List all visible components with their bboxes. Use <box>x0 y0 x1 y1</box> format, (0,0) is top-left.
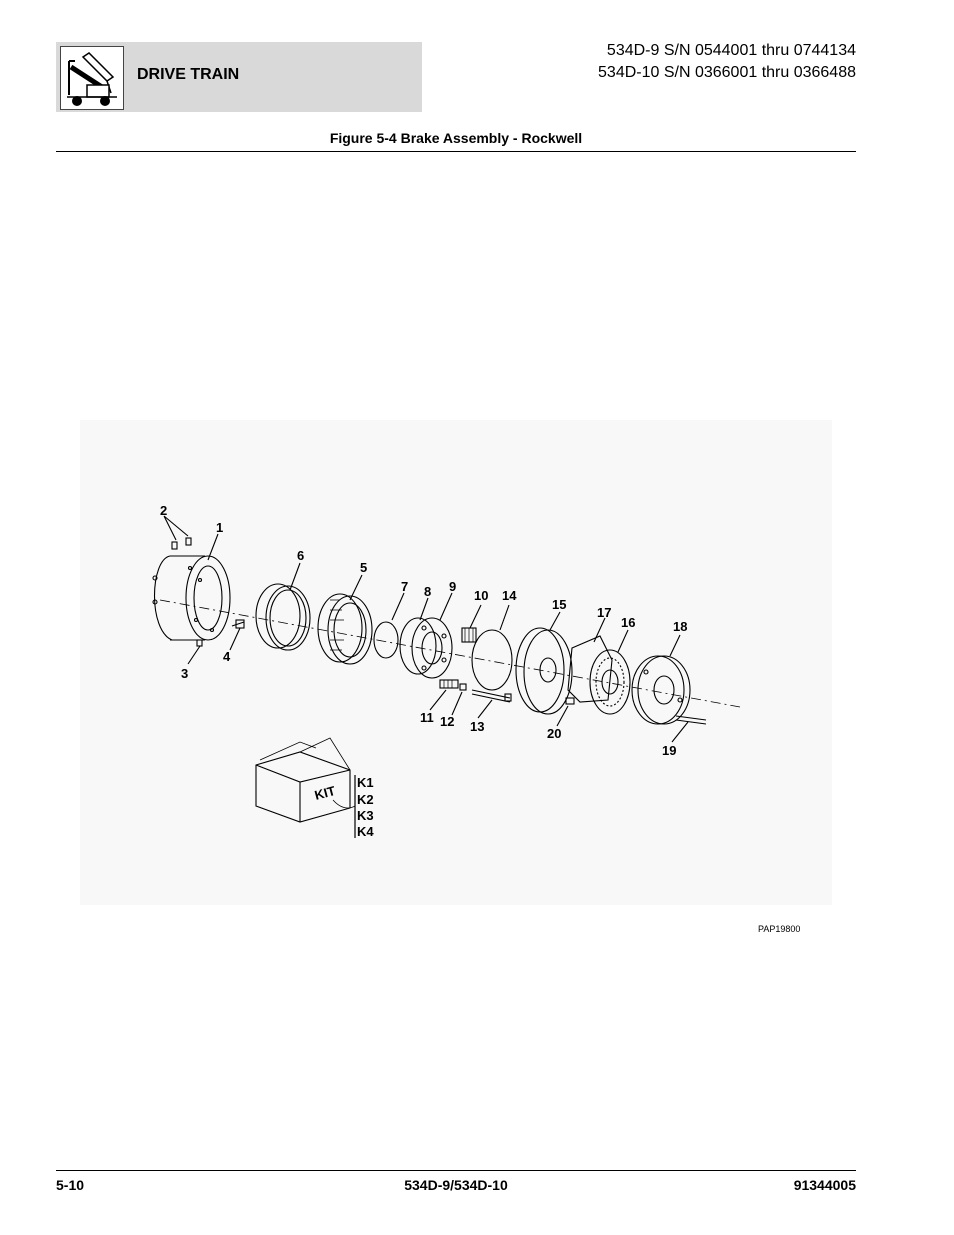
callout-9: 9 <box>449 579 456 594</box>
part-19-pin <box>675 715 707 725</box>
part-8-9-piston-housing <box>399 617 453 679</box>
section-header: DRIVE TRAIN <box>56 42 422 112</box>
diagram-background <box>80 420 832 905</box>
part-5-piston <box>317 593 373 665</box>
part-18-cover <box>631 655 691 725</box>
serial-range-534d-10: 534D-10 S/N 0366001 thru 0366488 <box>598 64 856 81</box>
page-number: 5-10 <box>56 1177 85 1193</box>
part-10-spring <box>461 627 477 643</box>
part-14-ring <box>471 629 513 691</box>
part-3-nut <box>196 639 203 647</box>
footer-divider <box>56 1170 856 1171</box>
part-4-bolt <box>231 619 245 629</box>
part-12-washer <box>459 683 467 691</box>
kit-label-k2: K2 <box>357 792 374 807</box>
footer-model: 534D-9/534D-10 <box>404 1177 508 1193</box>
callout-8: 8 <box>424 584 431 599</box>
callout-4: 4 <box>223 649 231 664</box>
callout-2: 2 <box>160 503 167 518</box>
callout-11: 11 <box>420 710 434 725</box>
part-20-bolt <box>565 697 575 705</box>
document-number: 91344005 <box>793 1177 856 1193</box>
part-1-housing <box>152 555 231 641</box>
part-6-ring <box>255 583 311 651</box>
callout-5: 5 <box>360 560 367 575</box>
serial-range-534d-9: 534D-9 S/N 0544001 thru 0744134 <box>606 42 856 59</box>
callout-10: 10 <box>474 588 488 603</box>
part-2-bolts <box>171 537 192 550</box>
callout-6: 6 <box>297 548 304 563</box>
part-7-o-ring <box>373 621 399 659</box>
callout-14: 14 <box>502 588 517 603</box>
part-17-gasket <box>567 635 613 703</box>
callout-15: 15 <box>552 597 566 612</box>
kit-box-icon <box>255 737 351 823</box>
callout-18: 18 <box>673 619 687 634</box>
part-16-friction-disc <box>589 649 631 715</box>
callout-20: 20 <box>547 726 561 741</box>
callout-3: 3 <box>181 666 188 681</box>
callout-1: 1 <box>216 520 223 535</box>
part-15-plate <box>515 627 573 715</box>
callout-13: 13 <box>470 719 484 734</box>
part-11-spring <box>439 679 459 689</box>
callout-17: 17 <box>597 605 611 620</box>
kit-label-k4: K4 <box>357 824 374 839</box>
callout-12: 12 <box>440 714 454 729</box>
callout-19: 19 <box>662 743 676 758</box>
figure-reference-code: PAP19800 <box>758 924 801 934</box>
telehandler-icon <box>60 46 124 110</box>
kit-label-k1: K1 <box>357 775 374 790</box>
kit-label-k3: K3 <box>357 808 374 823</box>
kit-box-label: KIT <box>313 783 337 803</box>
callout-16: 16 <box>621 615 635 630</box>
callout-7: 7 <box>401 579 408 594</box>
section-title: DRIVE TRAIN <box>137 66 240 83</box>
header-divider <box>56 151 856 152</box>
figure-title: Figure 5-4 Brake Assembly - Rockwell <box>329 130 583 146</box>
part-13-pin <box>471 689 512 703</box>
